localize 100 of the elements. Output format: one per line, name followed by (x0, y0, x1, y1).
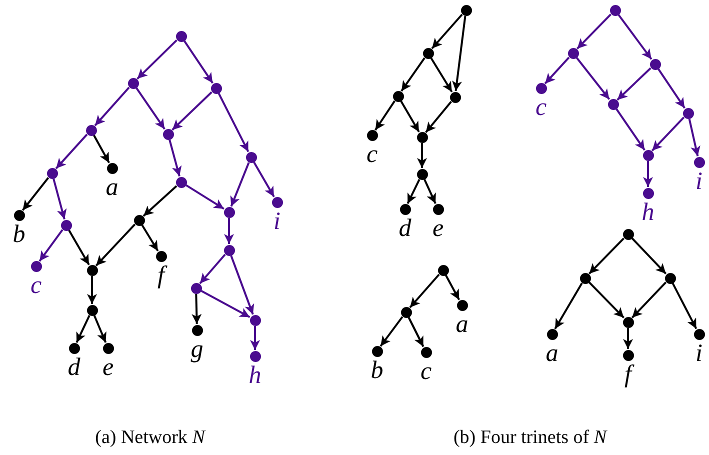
arrow (658, 68, 686, 109)
leaf-label: a (546, 343, 558, 365)
arrow (380, 316, 404, 347)
vertex-dot (622, 228, 634, 240)
vertex-dot (250, 314, 260, 326)
vertex-dot (102, 342, 114, 354)
vertex-dot (392, 90, 404, 102)
arrow (168, 140, 182, 176)
arrow (200, 290, 250, 318)
arrow (141, 224, 159, 252)
leaf-label: i (274, 211, 280, 233)
leaf-label: e (432, 218, 444, 240)
arrow (623, 328, 633, 349)
arrow (425, 101, 452, 133)
vertex-dot (546, 328, 558, 340)
arrow (76, 315, 90, 343)
vertex-dot (246, 152, 256, 162)
arrow (136, 39, 178, 80)
arrow (400, 57, 426, 92)
subfigure-caption: (b) Four trinets of N (453, 427, 607, 449)
arrow (408, 316, 424, 348)
leaf-label: a (106, 177, 118, 199)
arrow (406, 178, 420, 204)
arrow (253, 162, 275, 198)
arrow (452, 16, 466, 92)
leaf-label: d (68, 357, 80, 379)
leaf-label: h (642, 202, 654, 224)
vertex-dot (416, 168, 428, 180)
vertex-dot (156, 250, 166, 262)
arrow (417, 143, 427, 168)
vertex-dot (622, 350, 634, 360)
arrow (409, 274, 440, 308)
leaf-label: h (248, 365, 262, 387)
vertex-dot (134, 214, 144, 226)
arrow (618, 14, 652, 60)
vertex-dot (432, 204, 444, 214)
vertex-dot (190, 282, 202, 294)
arrow (94, 86, 130, 126)
arrow (544, 56, 570, 84)
vertex-dot (176, 176, 186, 188)
arrow (218, 92, 250, 152)
vertex-dot (694, 328, 704, 340)
vertex-dot (450, 92, 460, 102)
arrow (186, 184, 224, 210)
arrow (431, 14, 463, 50)
vertex-dot (272, 196, 282, 208)
vertex-dot (400, 204, 410, 214)
leaf-label: c (30, 275, 42, 297)
arrow (400, 100, 420, 132)
leaf-label: c (366, 144, 378, 166)
vertex-dot (400, 306, 412, 318)
leaf-label: i (696, 343, 702, 365)
leaf-label: b (370, 360, 384, 382)
leaf-label: d (398, 218, 412, 240)
leaf-label: c (420, 361, 432, 383)
arrow (688, 118, 700, 156)
vertex-dot (536, 82, 546, 94)
vertex-dot (372, 346, 382, 356)
arrow (142, 185, 178, 217)
vertex-dot (14, 210, 24, 220)
vertex-dot (162, 128, 174, 140)
vertex-dot (568, 48, 578, 58)
vertex-dot (456, 300, 468, 310)
arrow (643, 161, 653, 187)
vertex-dot (682, 108, 694, 118)
arrow (444, 274, 460, 300)
arrow (93, 315, 107, 343)
arrow (68, 230, 90, 266)
vertex-dot (422, 48, 434, 58)
vertex-dot (460, 4, 472, 16)
vertex-dot (642, 188, 654, 198)
vertex-dot (176, 30, 186, 42)
arrow (576, 57, 610, 100)
subfigure-caption: (a) Network N (95, 427, 205, 449)
vertex-dot (416, 132, 428, 142)
arrow (250, 326, 260, 350)
arrow (576, 14, 612, 50)
vertex-dot (192, 324, 202, 336)
vertex-dot (366, 130, 378, 140)
arrow (172, 91, 212, 131)
arrow (588, 238, 625, 274)
vertex-dot (210, 82, 222, 94)
vertex-dot (224, 244, 234, 256)
arrow (616, 108, 646, 151)
vertex-dot (250, 350, 260, 362)
vertex-dot (46, 168, 58, 178)
arrow (224, 218, 234, 244)
arrow (52, 178, 67, 220)
arrow (136, 87, 166, 130)
vertex-dot (106, 162, 118, 174)
leaf-label: b (12, 224, 26, 246)
arrow (631, 282, 667, 318)
arrow (672, 282, 698, 330)
vertex-dot (580, 272, 590, 284)
leaf-label: e (102, 357, 114, 379)
vertex-dot (128, 78, 138, 88)
leaf-label: i (696, 171, 702, 193)
vertex-dot (608, 98, 618, 110)
arrow (430, 58, 453, 92)
vertex-dot (30, 260, 42, 272)
